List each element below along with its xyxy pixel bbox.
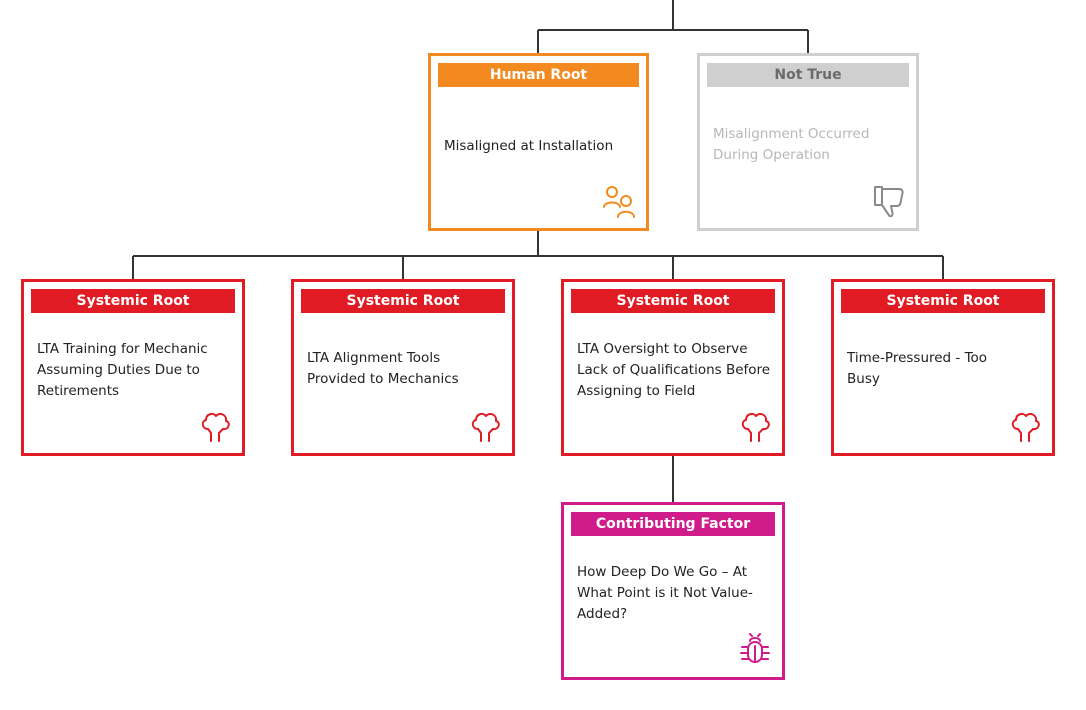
bug-icon [738,633,772,667]
node-type-label: Systemic Root [31,289,235,313]
node-text: LTA Training for Mechanic Assuming Dutie… [37,341,208,399]
node-text: How Deep Do We Go – At What Point is it … [577,564,753,622]
node-text: Time-Pressured - Too Busy [847,350,988,387]
node-not-true[interactable]: Not True Misalignment Occurred During Op… [697,53,919,231]
node-text: Misalignment Occurred During Operation [713,126,870,163]
node-text: LTA Oversight to Observe Lack of Qualifi… [577,341,771,399]
node-systemic-root-3[interactable]: Systemic Root LTA Oversight to Observe L… [561,279,785,456]
people-icon [602,184,636,218]
node-type-label: Systemic Root [301,289,505,313]
node-systemic-root-1[interactable]: Systemic Root LTA Training for Mechanic … [21,279,245,456]
node-text: Misaligned at Installation [444,138,614,154]
tree-icon [468,409,502,443]
node-systemic-root-2[interactable]: Systemic Root LTA Alignment Tools Provid… [291,279,515,456]
node-human-root[interactable]: Human Root Misaligned at Installation [428,53,649,231]
node-contributing-factor[interactable]: Contributing Factor How Deep Do We Go – … [561,502,785,680]
node-systemic-root-4[interactable]: Systemic Root Time-Pressured - Too Busy [831,279,1055,456]
tree-icon [198,409,232,443]
node-type-label: Not True [707,63,909,87]
node-type-label: Contributing Factor [571,512,775,536]
node-type-label: Systemic Root [841,289,1045,313]
node-type-label: Systemic Root [571,289,775,313]
node-type-label: Human Root [438,63,639,87]
node-text: LTA Alignment Tools Provided to Mechanic… [307,350,459,387]
tree-icon [1008,409,1042,443]
thumbs-down-icon [872,184,906,218]
tree-icon [738,409,772,443]
